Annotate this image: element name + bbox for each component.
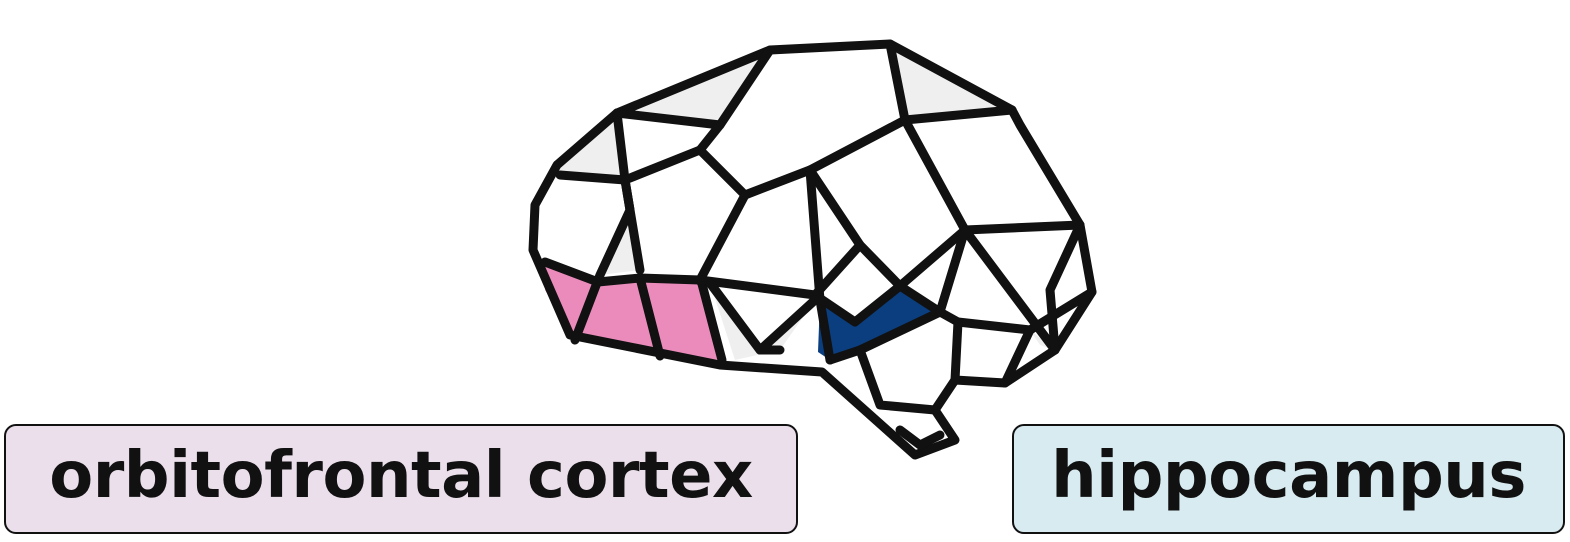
facet-edge-15 — [755, 295, 820, 355]
orbitofrontal-cortex-label: orbitofrontal cortex — [4, 424, 798, 534]
facet-edge-18 — [935, 225, 1060, 355]
facet-edge-14 — [810, 281, 945, 327]
facet-edge-23 — [895, 425, 945, 450]
shade-facet-1 — [557, 113, 625, 180]
facet-edge-16 — [705, 278, 785, 355]
brain-outline — [528, 39, 1097, 460]
facet-edge-22 — [1045, 220, 1085, 355]
orbitofrontal-cortex-text: orbitofrontal cortex — [49, 439, 753, 513]
facet-edge-19 — [950, 317, 963, 385]
facet-edge-20 — [855, 345, 940, 415]
hippocampus-text: hippocampus — [1051, 439, 1526, 513]
facet-edge-8 — [570, 175, 635, 345]
facet-edge-11 — [695, 165, 865, 300]
hippocampus-region — [818, 286, 940, 360]
hippocampus-label: hippocampus — [1012, 424, 1565, 534]
facet-edge-9 — [635, 273, 665, 361]
facet-edge-21 — [1000, 325, 1035, 388]
